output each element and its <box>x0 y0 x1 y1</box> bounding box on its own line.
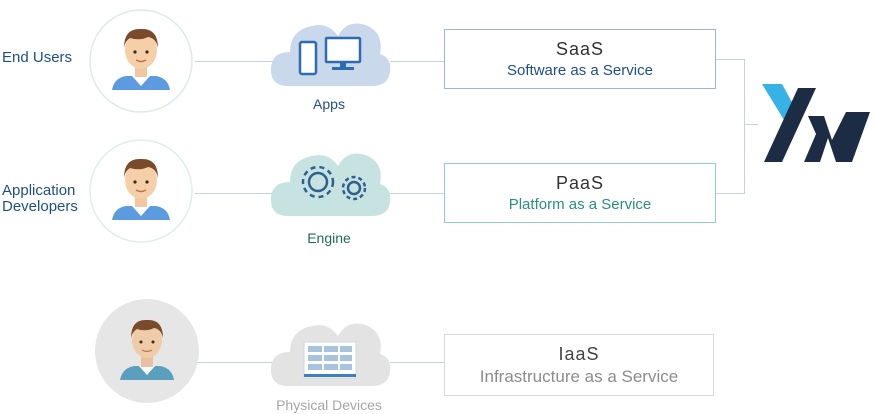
connector-line <box>195 61 275 62</box>
saas-box: SaaS Software as a Service <box>444 29 716 89</box>
cloud-label-physical-devices: Physical Devices <box>276 397 382 413</box>
bracket-line <box>744 59 745 194</box>
saas-title: SaaS <box>555 39 605 59</box>
role-label-line1: Application <box>2 182 76 199</box>
iaas-title: IaaS <box>558 344 600 364</box>
role-label-end-users: End Users <box>2 49 73 66</box>
paas-box: PaaS Platform as a Service <box>444 163 716 223</box>
engine-cloud-icon <box>268 140 392 223</box>
company-logo <box>760 84 872 169</box>
connector-line <box>390 61 445 62</box>
bracket-line <box>744 124 758 125</box>
role-label-line2: Developers <box>2 198 78 215</box>
developer-avatar <box>88 138 194 249</box>
bracket-line <box>715 59 745 60</box>
paas-subtitle: Platform as a Service <box>508 196 652 213</box>
connector-line <box>195 362 275 363</box>
devices-cloud-icon <box>268 310 392 393</box>
paas-title: PaaS <box>555 173 605 193</box>
bracket-line <box>715 193 745 194</box>
apps-cloud-icon <box>268 10 392 93</box>
connector-line <box>390 362 445 363</box>
connector-line <box>195 193 275 194</box>
infra-user-avatar <box>94 298 200 409</box>
cloud-label-apps: Apps <box>313 96 345 112</box>
iaas-box: IaaS Infrastructure as a Service <box>444 334 714 396</box>
saas-subtitle: Software as a Service <box>507 62 653 79</box>
iaas-subtitle: Infrastructure as a Service <box>479 367 679 386</box>
connector-line <box>390 193 445 194</box>
end-user-avatar <box>88 8 194 119</box>
role-label-app-developers: Application Developers <box>2 183 78 215</box>
cloud-label-engine: Engine <box>307 230 351 246</box>
